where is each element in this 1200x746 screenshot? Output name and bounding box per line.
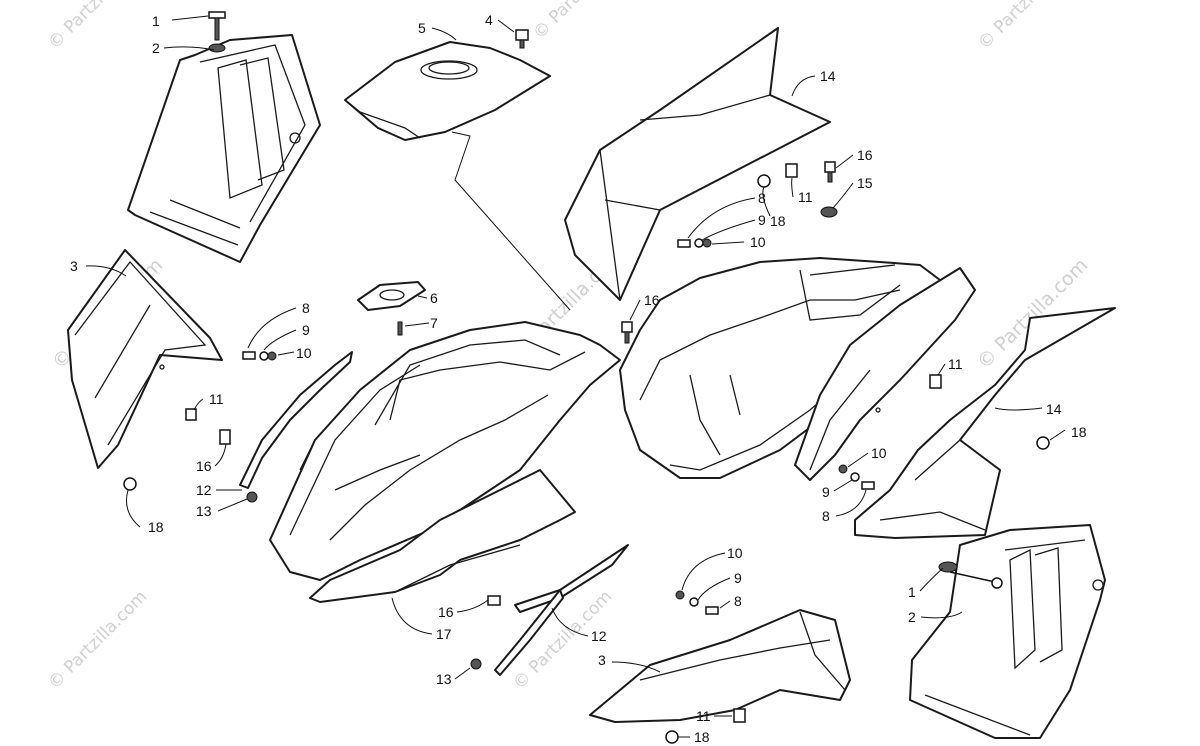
trim-strip-left [239,351,353,489]
callout-1: 1 [908,584,916,600]
callout-9: 9 [302,322,310,338]
callout-7: 7 [430,315,438,331]
front-fender-part [269,321,621,581]
callout-16: 16 [196,458,212,474]
hardware-group [123,161,1050,744]
callout-17: 17 [436,626,452,642]
watermark: © Partzilla.com [44,587,151,694]
callout-3: 3 [598,652,606,668]
right-side-panel-part [794,267,976,481]
screw-part-1-bottom [938,561,1003,589]
callout-14: 14 [1046,401,1062,417]
callout-12: 12 [196,482,212,498]
right-footwell-part [909,524,1106,739]
callout-9: 9 [734,570,742,586]
handlebar-cover-part [344,41,551,141]
left-footwell-part [127,34,321,263]
callout-6: 6 [430,290,438,306]
callout-9: 9 [758,212,766,228]
callout-11: 11 [696,708,711,724]
callout-15: 15 [857,175,873,191]
callout-18: 18 [770,213,786,229]
callout-12: 12 [591,628,607,644]
left-front-side-panel [67,249,223,469]
watermark: © Partzilla.com [974,0,1081,54]
screw-part-4 [515,29,529,49]
callout-16: 16 [857,147,873,163]
callout-8: 8 [822,508,830,524]
top-side-cover-part [564,27,831,301]
callout-10: 10 [871,445,887,461]
callout-9: 9 [822,484,830,500]
callout-8: 8 [758,190,766,206]
callout-1: 1 [152,13,160,29]
callout-10: 10 [727,545,743,561]
callout-11: 11 [209,391,224,407]
callout-18: 18 [148,519,164,535]
callout-5: 5 [418,20,426,36]
callout-8: 8 [734,593,742,609]
callout-18: 18 [694,729,710,745]
leader-lines [85,15,1066,738]
callout-4: 4 [485,12,493,28]
callout-8: 8 [302,300,310,316]
bottom-rear-fender-part [589,609,851,723]
callout-labels: 1 2 3 4 5 6 7 8 9 10 11 16 12 13 18 14 1… [70,12,1087,745]
trim-strip-bottom [494,544,629,676]
callout-18: 18 [1071,424,1087,440]
watermark: © Partzilla.com [529,0,636,44]
callout-16: 16 [438,604,454,620]
callout-14: 14 [820,68,836,84]
callout-11: 11 [798,189,813,205]
callout-16: 16 [644,292,660,308]
switch-housing-part [357,281,426,336]
callout-13: 13 [436,671,452,687]
watermark: © Partzilla.com [44,0,151,54]
callout-13: 13 [196,503,212,519]
front-fender-trim-part [309,469,576,603]
screw-part-1-top [208,11,226,53]
callout-2: 2 [152,40,160,56]
callout-3: 3 [70,258,78,274]
callout-10: 10 [750,234,766,250]
callout-11: 11 [948,356,963,372]
rear-fender-part [619,257,941,479]
callout-2: 2 [908,609,916,625]
right-rear-fender-part [854,307,1116,539]
callout-10: 10 [296,345,312,361]
